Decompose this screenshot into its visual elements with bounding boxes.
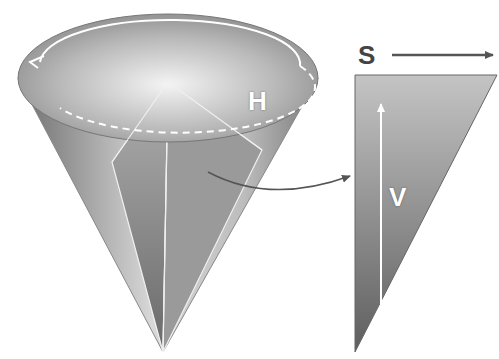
hue-label: H [248,88,267,114]
saturation-label: S [358,42,375,68]
value-label: V [389,184,406,210]
